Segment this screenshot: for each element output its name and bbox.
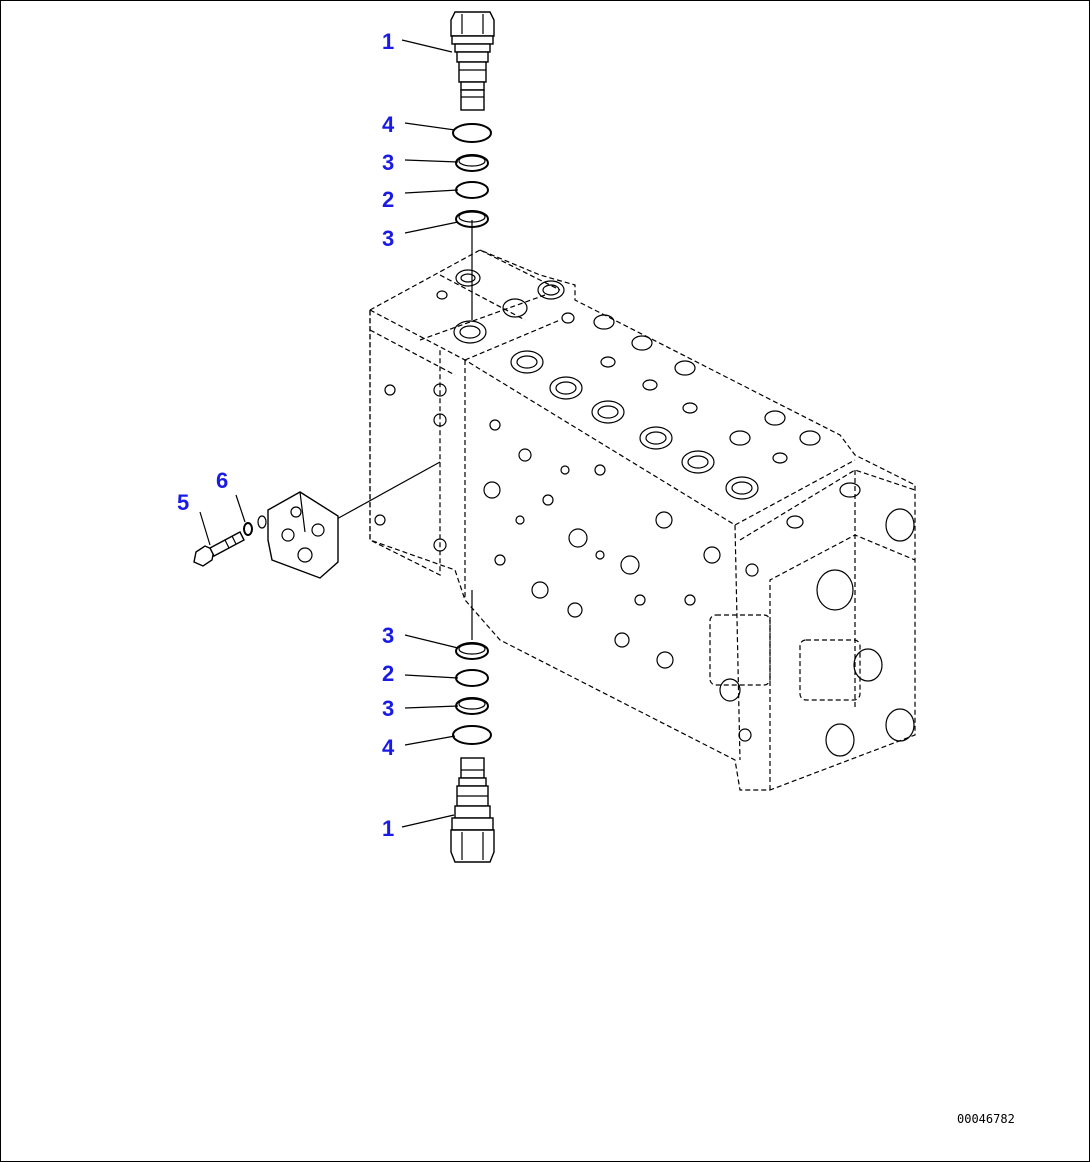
center-lines (334, 220, 473, 640)
flange-block (267, 491, 339, 579)
callout-3-top-lower: 3 (382, 226, 394, 251)
callout-6: 6 (216, 468, 228, 493)
callout-1-bottom: 1 (382, 816, 394, 841)
callout-2-bottom: 2 (382, 661, 394, 686)
seal-stack-top (452, 123, 492, 228)
callout-5: 5 (177, 490, 189, 515)
callout-3-bottom-lower: 3 (382, 696, 394, 721)
relief-valve-top (450, 11, 495, 111)
washer (243, 515, 267, 536)
callout-2-top: 2 (382, 187, 394, 212)
callout-3-bottom-upper: 3 (382, 623, 394, 648)
callout-1-top: 1 (382, 29, 394, 54)
leader-lines (199, 39, 459, 828)
seal-stack-bottom (452, 642, 492, 745)
control-valve-body (369, 249, 916, 791)
bolt (193, 531, 245, 567)
drawing-code: 00046782 (957, 1112, 1015, 1126)
callout-3-top-upper: 3 (382, 150, 394, 175)
callout-4-top: 4 (382, 112, 395, 137)
relief-valve-bottom (450, 757, 495, 863)
callout-labels: 1 4 3 2 3 5 6 3 2 3 4 1 (177, 29, 395, 841)
callout-4-bottom: 4 (382, 735, 395, 760)
